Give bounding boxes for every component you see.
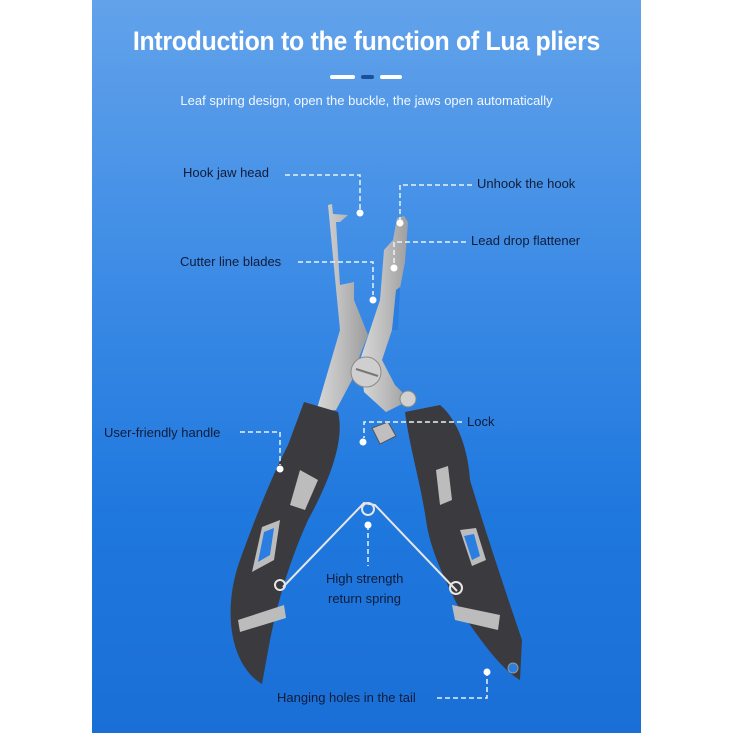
left-jaw [316, 204, 368, 412]
divider-right [380, 75, 402, 79]
callout-spring-1: High strength [326, 571, 404, 586]
divider-left [330, 75, 355, 79]
callout-hanging: Hanging holes in the tail [277, 690, 416, 705]
left-handle [230, 402, 340, 684]
callout-handle: User-friendly handle [104, 425, 221, 440]
callout-cutter: Cutter line blades [180, 254, 282, 269]
callout-spring-2: return spring [328, 591, 401, 606]
right-handle [405, 405, 522, 680]
callout-lead-drop: Lead drop flattener [471, 233, 581, 248]
lock-rivet [399, 390, 417, 408]
callout-lines [240, 174, 488, 699]
callout-unhook: Unhook the hook [477, 176, 576, 191]
lock-plate [371, 421, 397, 445]
page-title: Introduction to the function of Lua plie… [132, 26, 601, 56]
callout-lock: Lock [467, 414, 495, 429]
callout-hook-jaw-head: Hook jaw head [183, 165, 269, 180]
page-subtitle: Leaf spring design, open the buckle, the… [180, 93, 553, 108]
hanging-hole [507, 662, 519, 674]
callout-dots [276, 209, 491, 676]
divider-center [361, 75, 374, 79]
